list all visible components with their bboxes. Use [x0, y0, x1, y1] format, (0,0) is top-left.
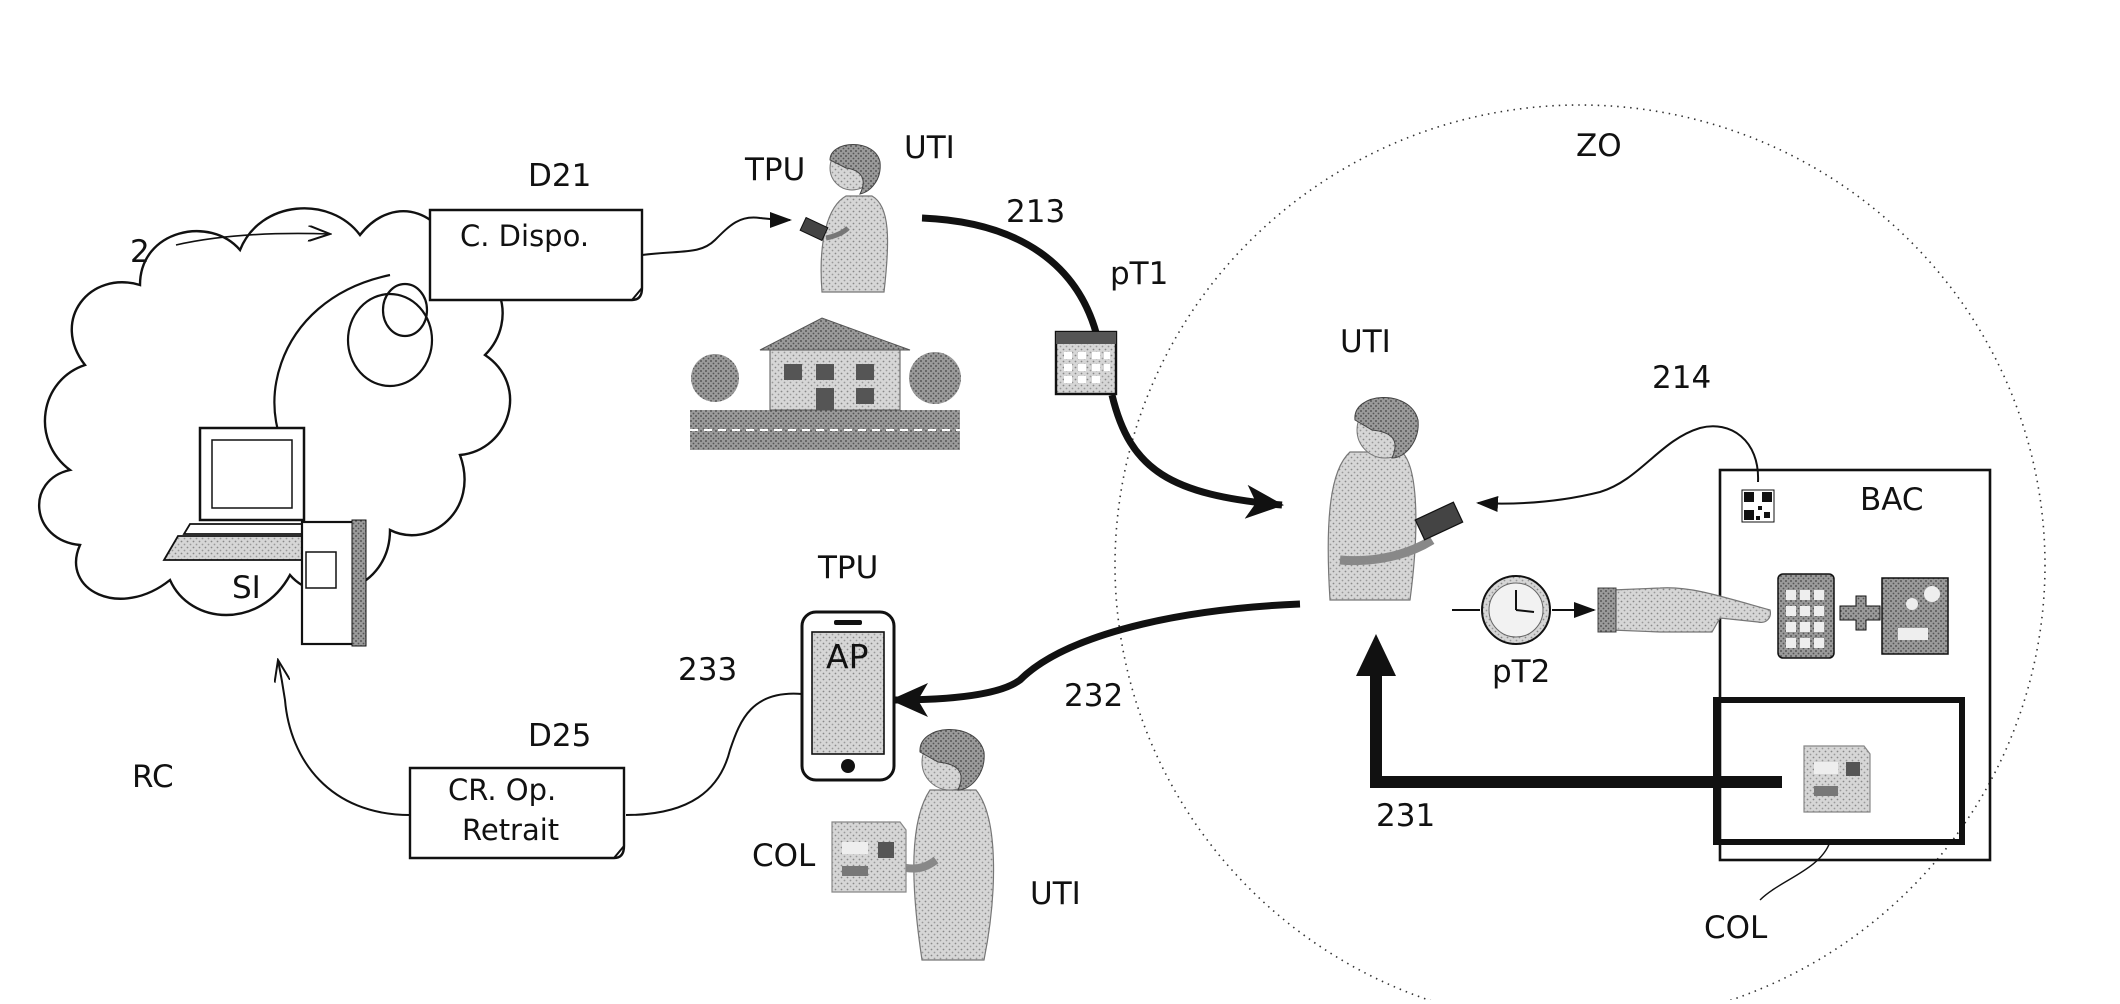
user-zone: UTI: [1328, 324, 1462, 600]
ref-231: 231: [1376, 798, 1435, 834]
user-top: TPU UTI: [744, 130, 955, 292]
user-bottom-user: UTI: [1030, 876, 1081, 912]
user-top-user: UTI: [904, 130, 955, 166]
info-system-label: SI: [232, 570, 261, 606]
locker-label: BAC: [1860, 482, 1924, 518]
locker-BAC: BAC: [1704, 470, 1990, 946]
phone-TPU: TPU AP: [802, 550, 894, 780]
user-bottom-parcel: COL: [752, 838, 816, 874]
user-top-terminal: TPU: [744, 152, 805, 188]
doc-top-ref: D21: [528, 158, 591, 194]
doc-top-line1: C. Dispo.: [460, 219, 589, 253]
flow-233: 233: [626, 652, 802, 815]
flow-214: 214: [1478, 360, 1758, 504]
ref-232: 232: [1064, 678, 1123, 714]
clock-icon: [1482, 576, 1550, 644]
cloud-label: RC: [132, 759, 174, 795]
parcel-icon-bottom: [832, 822, 906, 892]
document-D25: D25 CR. Op. Retrait: [278, 660, 624, 858]
house-icon: [690, 318, 961, 450]
zone-ZO: ZO: [1115, 105, 2045, 1000]
doc-bottom-line2: Retrait: [462, 813, 559, 847]
locker-parcel-label: COL: [1704, 910, 1768, 946]
user-zone-label: UTI: [1340, 324, 1391, 360]
flow-pT2: pT2: [1452, 576, 1770, 690]
flow-232: 232: [892, 604, 1300, 714]
pt1-label: pT1: [1110, 256, 1168, 292]
parcel-icon: [1804, 746, 1870, 812]
document-D21: D21 C. Dispo.: [430, 158, 790, 300]
ref-2-label: 2: [130, 234, 150, 270]
pt2-label: pT2: [1492, 654, 1550, 690]
keypad-icon: [1778, 574, 1948, 658]
doc-bottom-ref: D25: [528, 718, 591, 754]
ref-213: 213: [1006, 194, 1065, 230]
flow-213: 213 pT1: [922, 194, 1282, 505]
hand-icon: [1598, 588, 1770, 632]
ref-233: 233: [678, 652, 737, 688]
qr-code-icon: [1742, 490, 1774, 522]
zone-label: ZO: [1576, 128, 1622, 164]
doc-bottom-line1: CR. Op.: [448, 773, 556, 807]
app-label: AP: [826, 637, 868, 676]
ref-214: 214: [1652, 360, 1711, 396]
user-bottom-terminal: TPU: [817, 550, 878, 586]
